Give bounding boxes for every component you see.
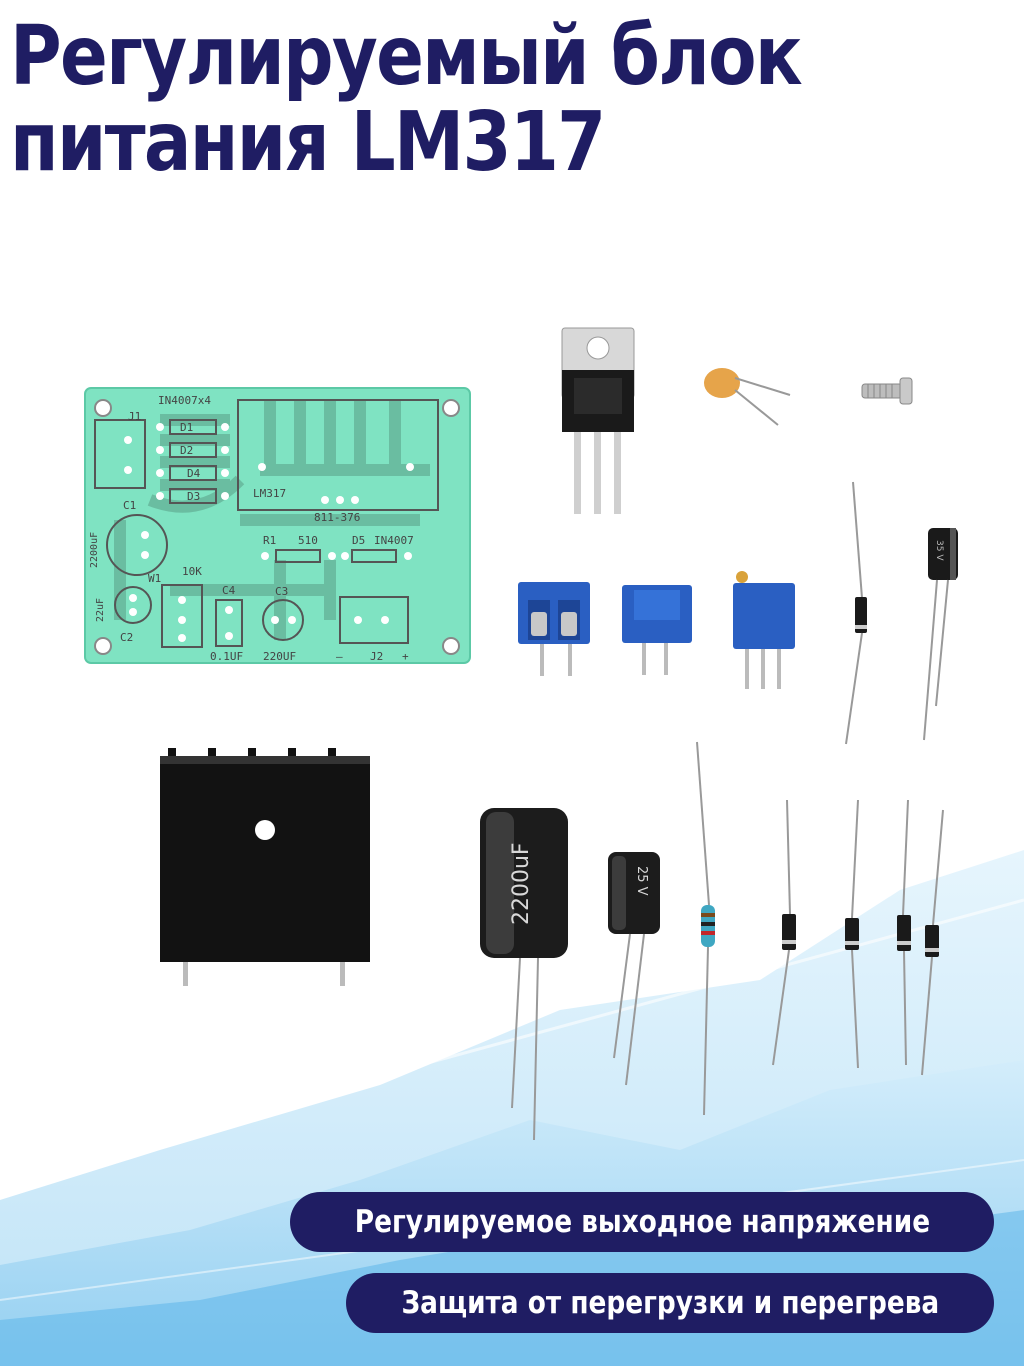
mid-cap-label: 25 V: [634, 866, 649, 896]
big-cap-label: 2200uF: [509, 842, 534, 925]
pcb-label-c2: C2: [120, 631, 133, 644]
pcb-label-c1: C1: [123, 499, 136, 512]
pcb-label-code: 811-376: [314, 511, 360, 524]
feature-badge-text: Защита от перегрузки и перегрева: [401, 1285, 939, 1321]
pcb-label-d4: D4: [187, 467, 201, 480]
feature-badge-text: Регулируемое выходное напряжение: [354, 1204, 930, 1240]
pcb-label-c1-value: 2200uF: [89, 532, 100, 568]
capacitor-medium: 25 V: [608, 852, 660, 1086]
heatsink: [160, 748, 370, 986]
title-line-1: Регулируемый блок: [10, 9, 803, 104]
pcb-label-d5-type: IN4007: [374, 534, 414, 547]
pcb-label-j2: J2: [370, 650, 383, 663]
pcb-label-w1: W1: [148, 572, 161, 585]
terminal-block-2pin: [518, 582, 590, 676]
feature-badge-adjustable-voltage: Регулируемое выходное напряжение: [290, 1192, 994, 1252]
pcb-board: IN4007x4 J1 D1 D2 D4 D3 C1 LM317 811-376…: [84, 387, 471, 664]
pcb-label-d3: D3: [187, 490, 200, 503]
resistor: [696, 741, 715, 1116]
pcb-label-pot-value: 10K: [182, 565, 202, 578]
pcb-label-c3-value: 220UF: [263, 650, 296, 663]
terminal-block-small: [622, 585, 692, 675]
pcb-label-c3: C3: [275, 585, 288, 598]
small-cap-label: 35 V: [934, 540, 944, 561]
pcb-label-j1: J1: [128, 410, 141, 423]
capacitor-small: 35 V: [923, 528, 958, 741]
pcb-label-c4-value: 0.1UF: [210, 650, 243, 663]
diode-1: [772, 799, 796, 1066]
pcb-label-c2-value: 22uF: [95, 598, 106, 622]
pcb-label-lm317: LM317: [253, 487, 286, 500]
pcb-label-minus: —: [336, 650, 343, 663]
pcb-label-diodes: IN4007x4: [158, 394, 211, 407]
diode-4: [921, 809, 944, 1076]
pcb-label-plus: +: [402, 650, 409, 663]
trimmer-potentiometer: [733, 571, 795, 689]
ceramic-capacitor: [704, 368, 791, 426]
lm317-regulator: [561, 327, 635, 514]
page-title: Регулируемый блок питания LM317: [10, 9, 803, 190]
diode-upper: [845, 481, 867, 745]
title-line-2: питания LM317: [10, 95, 606, 190]
capacitor-2200uf: 2200uF: [480, 808, 568, 1141]
pcb-label-d1: D1: [180, 421, 193, 434]
pcb-label-c4: C4: [222, 584, 236, 597]
pcb-label-r1-value: 510: [298, 534, 318, 547]
feature-badge-protection: Защита от перегрузки и перегрева: [346, 1273, 994, 1333]
pcb-label-r1: R1: [263, 534, 276, 547]
pcb-label-d5: D5: [352, 534, 365, 547]
diode-2: [845, 799, 859, 1069]
pcb-label-d2: D2: [180, 444, 193, 457]
screw: [861, 377, 913, 405]
diode-3: [897, 799, 911, 1066]
